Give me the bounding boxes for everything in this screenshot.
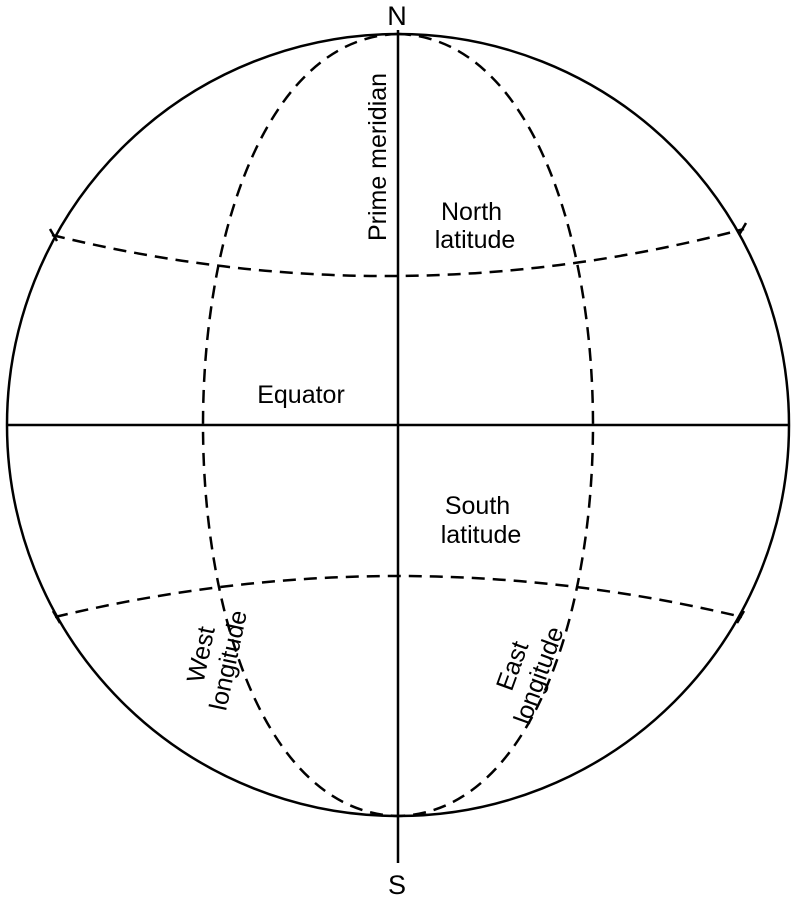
tick-mark — [51, 610, 62, 624]
tick-mark — [735, 610, 746, 624]
south-pole-label: S — [388, 870, 406, 899]
tick-mark — [48, 228, 59, 242]
tick-mark — [737, 222, 748, 236]
north-latitude-parallel — [51, 227, 745, 278]
west-longitude-label: West longitude — [182, 608, 253, 713]
north-latitude-line-2: latitude — [435, 226, 516, 254]
south-latitude-line-1: South — [445, 492, 510, 520]
north-latitude-line-1: North — [441, 198, 502, 226]
west-longitude-meridian — [201, 32, 399, 818]
north-pole-label: N — [387, 1, 407, 31]
south-latitude-label: South latitude — [441, 492, 522, 549]
east-longitude-meridian — [397, 32, 595, 818]
east-longitude-label: East longitude — [491, 623, 570, 728]
equator-label: Equator — [257, 381, 345, 409]
south-latitude-line-2: latitude — [441, 521, 522, 549]
prime-meridian-label: Prime meridian — [364, 73, 392, 241]
south-latitude-parallel — [54, 574, 743, 619]
north-latitude-label: North latitude — [435, 198, 516, 254]
